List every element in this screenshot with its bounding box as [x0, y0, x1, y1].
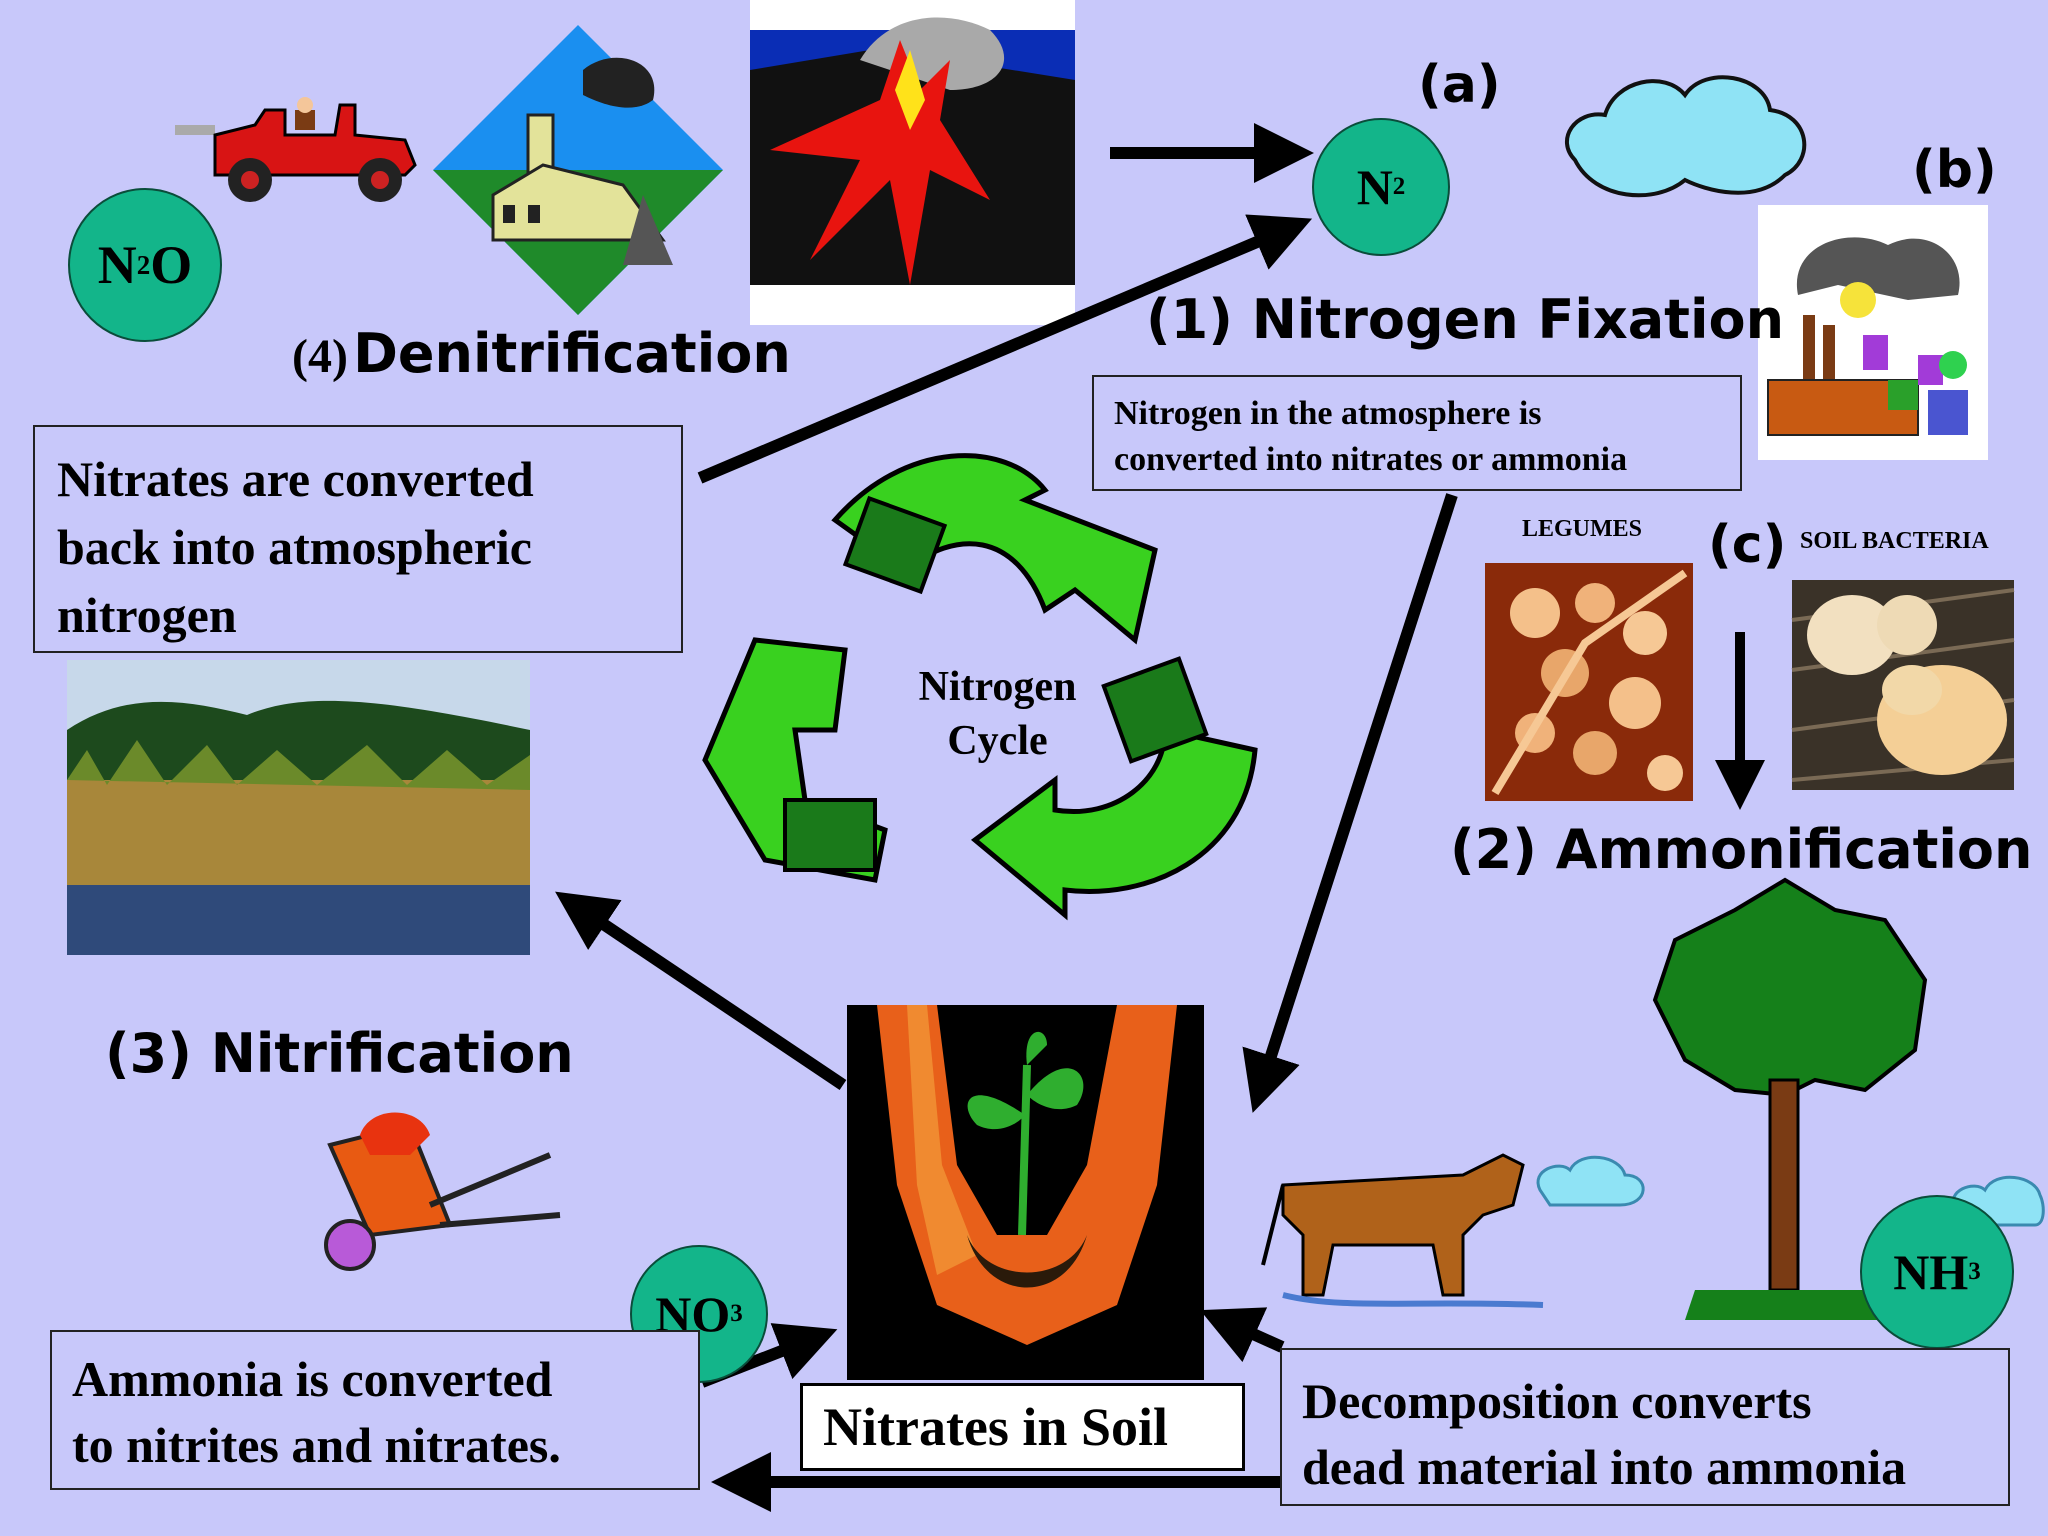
nitrogen-cycle-label: Nitrogen Cycle [905, 660, 1090, 768]
denitrification-label: Denitrification [353, 322, 791, 385]
nitrates-in-soil-label: Nitrates in Soil [823, 1397, 1168, 1457]
ammonification-title: (2) Ammonification [1450, 818, 2033, 881]
denitrification-desc-line2: back into atmospheric [57, 519, 532, 575]
soil-bacteria-label: SOIL BACTERIA [1800, 528, 1989, 554]
nitrification-desc-line1: Ammonia is converted [72, 1351, 553, 1407]
factory-illustration [433, 25, 723, 315]
soil-bacteria-photo [1791, 580, 2015, 790]
nitrification-description-box: Ammonia is converted to nitrites and nit… [50, 1330, 700, 1490]
arrow-decomposition-to-soil [1200, 1307, 1285, 1363]
denitrification-desc-line3: nitrogen [57, 587, 237, 643]
denitrification-title: (4) Denitrification [292, 322, 791, 385]
fixation-desc-line1: Nitrogen in the atmosphere is [1114, 395, 1542, 432]
wheelbarrow-illustration [324, 1112, 561, 1271]
center-line1: Nitrogen [918, 664, 1077, 710]
fixation-desc-line2: converted into nitrates or ammonia [1114, 441, 1628, 478]
wetland-photo [67, 660, 530, 955]
cow-illustration [1261, 1153, 1544, 1308]
volcano-illustration [750, 0, 1075, 325]
small-cloud-illustration [1536, 1155, 1645, 1207]
arrow-fixation-to-soil [1242, 493, 1458, 1113]
denitrification-desc-line1: Nitrates are converted [57, 451, 534, 507]
recycle-symbol-illustration [702, 453, 1258, 921]
car-illustration [175, 97, 417, 202]
nitrification-title: (3) Nitrification [105, 1022, 574, 1085]
label-a: (a) [1418, 55, 1501, 115]
arrow-denitrification-to-n2 [697, 214, 1313, 484]
hands-seedling-illustration [847, 1005, 1204, 1380]
tree-illustration [1652, 877, 1928, 1320]
nitrogen-fixation-title: (1) Nitrogen Fixation [1146, 288, 1785, 351]
decomposition-desc-line2: dead material into ammonia [1302, 1439, 1907, 1495]
decomposition-description-box: Decomposition converts dead material int… [1280, 1348, 2010, 1506]
cloud-illustration [1564, 75, 1807, 198]
center-line2: Cycle [947, 718, 1048, 764]
legumes-label: LEGUMES [1522, 516, 1643, 542]
fixation-description-box: Nitrogen in the atmosphere is converted … [1092, 375, 1742, 491]
smoking-factory-illustration [1758, 205, 1988, 460]
nitrification-desc-line2: to nitrites and nitrates. [72, 1417, 561, 1473]
legumes-photo [1485, 563, 1693, 801]
label-c: (c) [1708, 515, 1787, 575]
denitrification-description-box: Nitrates are converted back into atmosph… [33, 425, 683, 653]
nitrates-in-soil-box: Nitrates in Soil [800, 1383, 1245, 1471]
denitrification-number: (4) [292, 330, 348, 383]
decomposition-desc-line1: Decomposition converts [1302, 1373, 1812, 1429]
label-b: (b) [1912, 140, 1997, 200]
arrow-soil-to-wetland [555, 891, 847, 1090]
